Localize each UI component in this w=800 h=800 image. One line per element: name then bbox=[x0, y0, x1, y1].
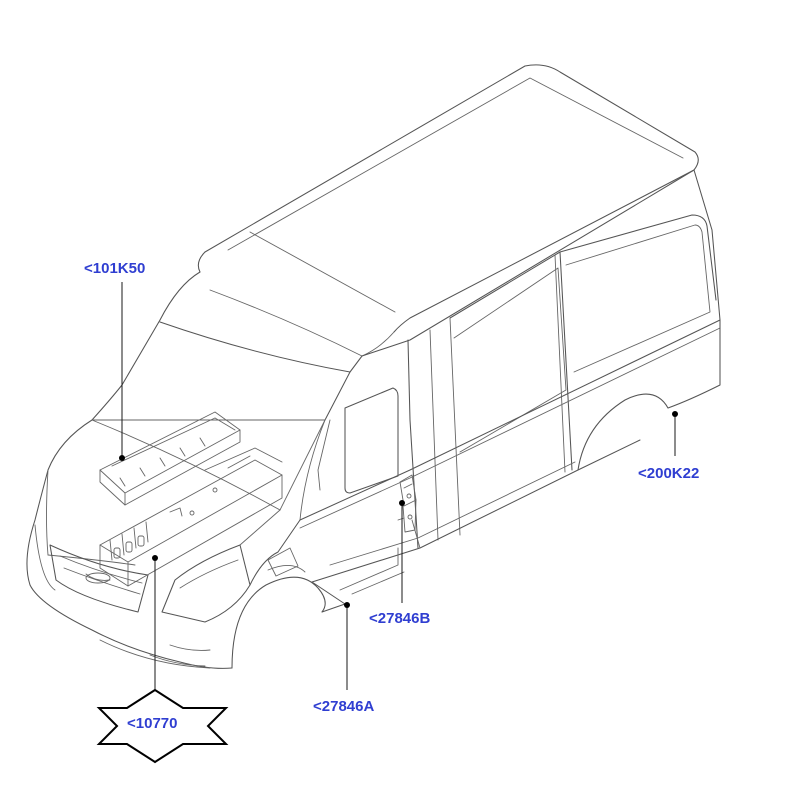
van-body-illustration bbox=[26, 64, 721, 669]
star-callout-icon bbox=[96, 688, 229, 764]
callout-101K50[interactable]: <101K50 bbox=[84, 260, 145, 461]
leader-dot-27846A bbox=[344, 602, 350, 608]
callout-10770[interactable]: <10770 bbox=[96, 555, 229, 764]
floor-member-part bbox=[99, 447, 283, 587]
floor-rail-part bbox=[99, 411, 241, 506]
callout-200K22[interactable]: <200K22 bbox=[638, 411, 699, 482]
callout-label-200K22: <200K22 bbox=[638, 465, 699, 482]
leader-dot-200K22 bbox=[672, 411, 678, 417]
callout-label-101K50: <101K50 bbox=[84, 260, 145, 277]
callout-27846A[interactable]: <27846A bbox=[313, 602, 374, 715]
callout-label-27846A: <27846A bbox=[313, 698, 374, 715]
b-pillar-bracket-part bbox=[397, 474, 417, 533]
callout-label-10770: <10770 bbox=[127, 715, 177, 732]
leader-dot-27846B bbox=[399, 500, 405, 506]
callout-label-27846B: <27846B bbox=[369, 610, 430, 627]
leader-dot-101K50 bbox=[119, 455, 125, 461]
leader-dot-10770 bbox=[152, 555, 158, 561]
callout-27846B[interactable]: <27846B bbox=[369, 500, 430, 627]
